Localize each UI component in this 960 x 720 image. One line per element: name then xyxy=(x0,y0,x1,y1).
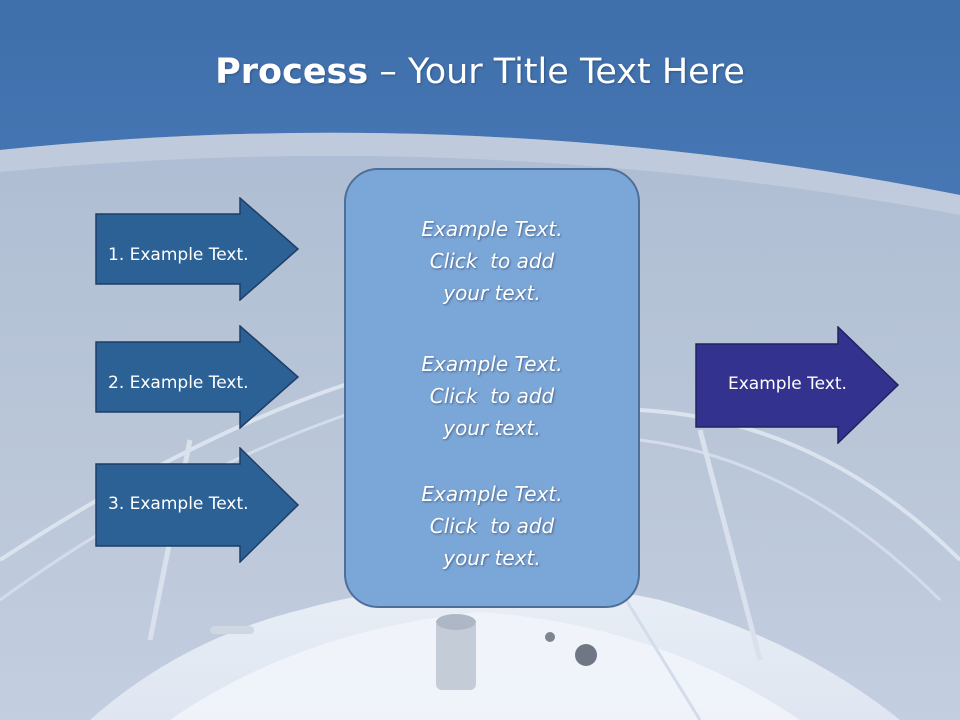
result-arrow[interactable]: Example Text. xyxy=(695,326,900,444)
center-text-box[interactable]: Example Text. Click to add your text. Ex… xyxy=(344,168,640,608)
text-line: Example Text. xyxy=(421,352,563,376)
text-line: your text. xyxy=(443,281,541,305)
text-block-3[interactable]: Example Text. Click to add your text. xyxy=(346,478,638,574)
step-arrow-2[interactable]: 2. Example Text. xyxy=(95,325,300,429)
text-line: Click to add xyxy=(429,384,555,408)
result-label: Example Text. xyxy=(728,374,847,394)
text-line: Click to add xyxy=(429,514,555,538)
arrow-right-shape xyxy=(95,325,300,429)
text-line: Example Text. xyxy=(421,217,563,241)
text-line: your text. xyxy=(443,416,541,440)
step-label-1: 1. Example Text. xyxy=(108,245,249,265)
text-block-2[interactable]: Example Text. Click to add your text. xyxy=(346,348,638,444)
arrow-right-shape xyxy=(95,447,300,563)
step-arrow-1[interactable]: 1. Example Text. xyxy=(95,197,300,301)
text-block-1[interactable]: Example Text. Click to add your text. xyxy=(346,213,638,309)
text-line: Click to add xyxy=(429,249,555,273)
arrow-right-shape xyxy=(95,197,300,301)
title-bold: Process xyxy=(215,52,369,92)
step-label-2: 2. Example Text. xyxy=(108,373,249,393)
page-title: Process – Your Title Text Here xyxy=(0,52,960,92)
text-line: your text. xyxy=(443,546,541,570)
text-line: Example Text. xyxy=(421,482,563,506)
step-label-3: 3. Example Text. xyxy=(108,494,249,514)
title-rest: – Your Title Text Here xyxy=(368,52,745,92)
step-arrow-3[interactable]: 3. Example Text. xyxy=(95,447,300,563)
arrow-right-shape xyxy=(695,326,900,444)
